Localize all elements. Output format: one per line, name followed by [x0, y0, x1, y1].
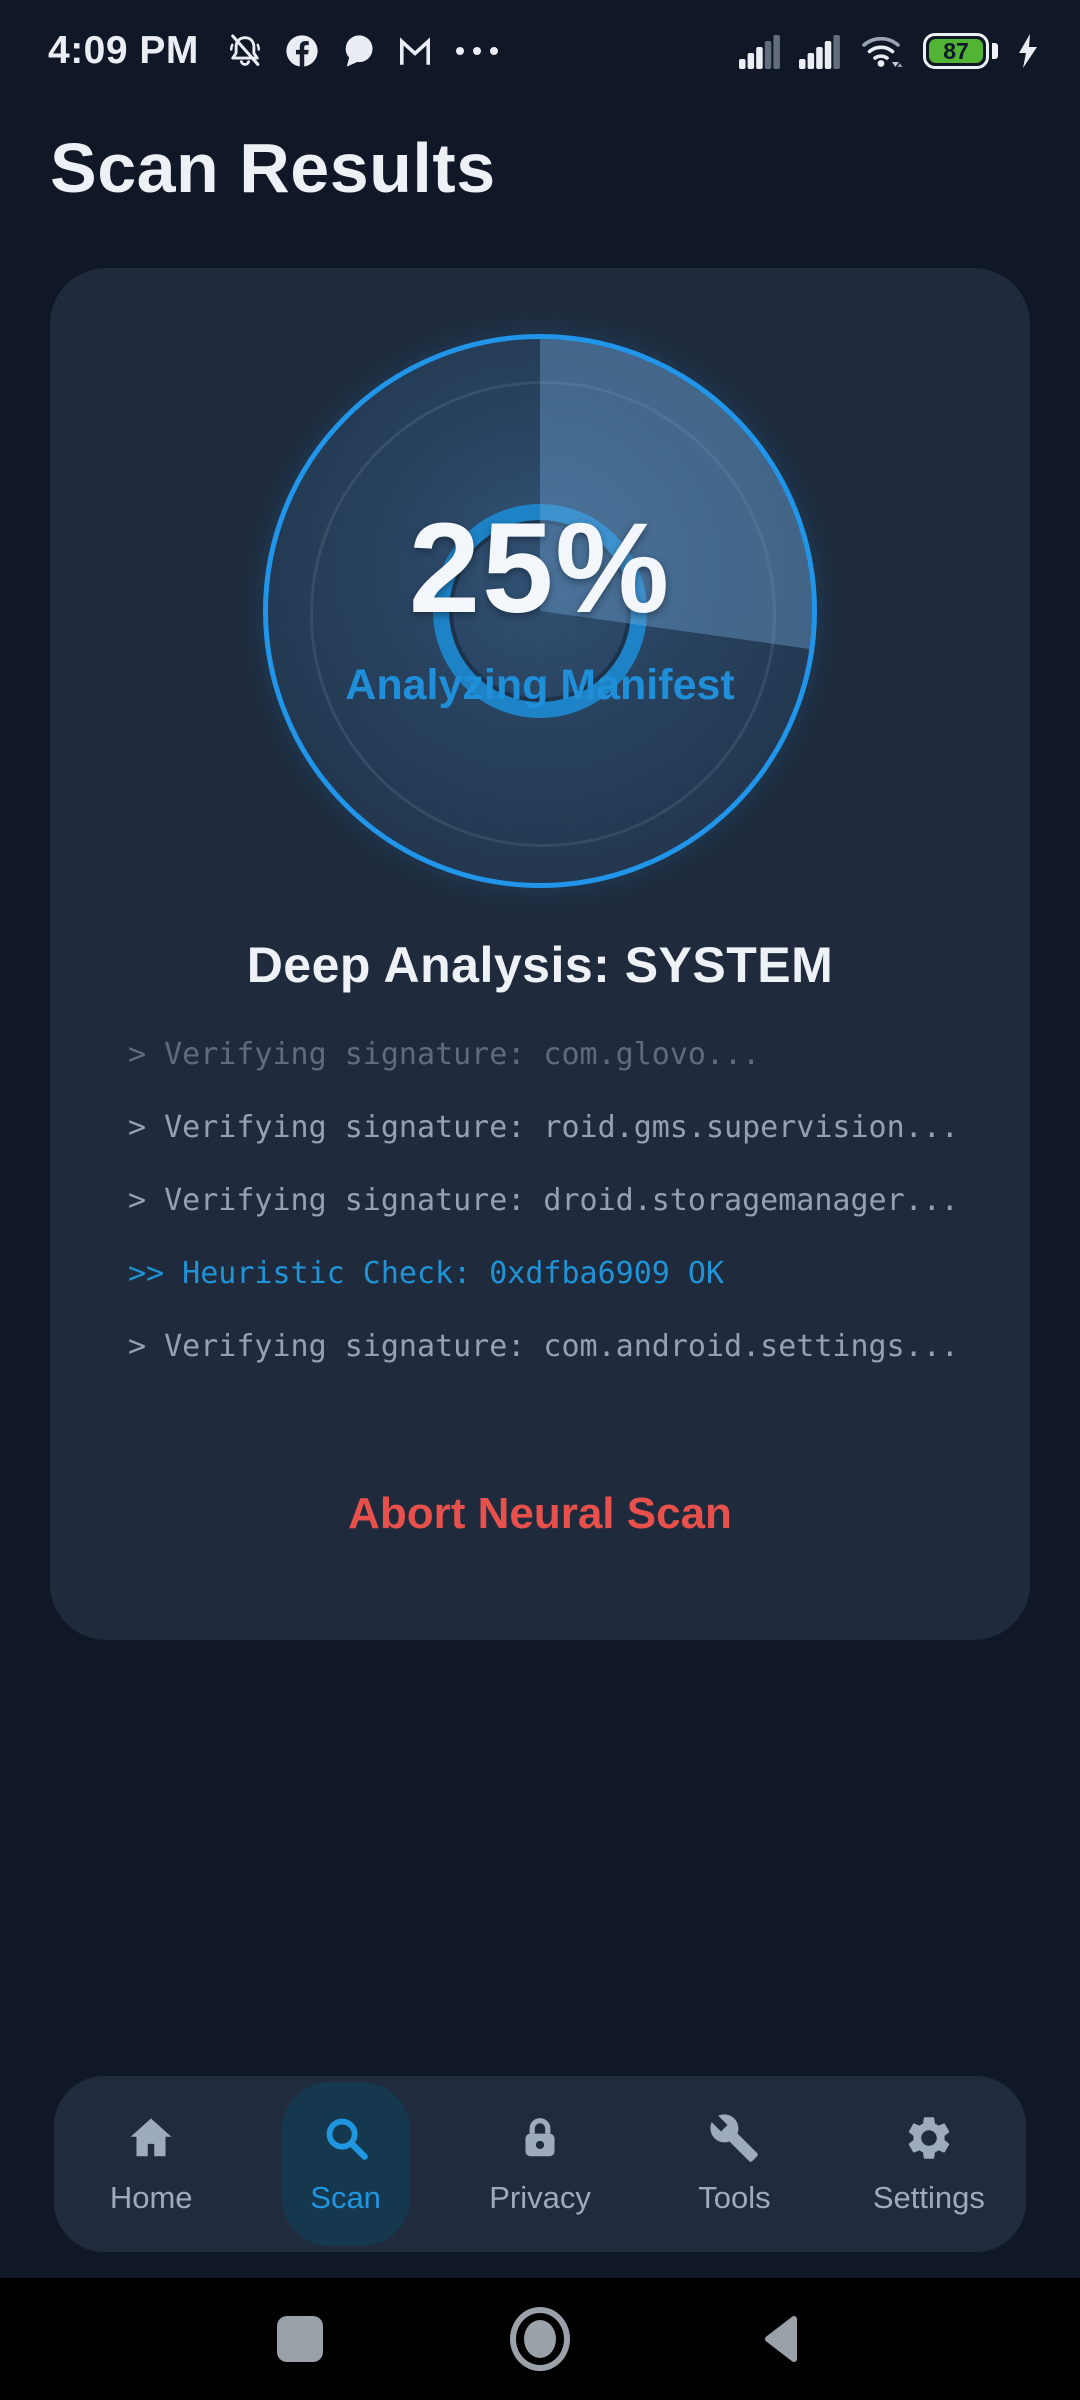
- log-line: > Verifying signature: roid.gms.supervis…: [128, 1110, 959, 1145]
- nav-item-settings[interactable]: Settings: [832, 2076, 1026, 2252]
- more-notifications-icon: [453, 44, 501, 58]
- recents-square-icon: [277, 2316, 323, 2362]
- nav-item-privacy[interactable]: Privacy: [443, 2076, 637, 2252]
- active-pill: [281, 2082, 410, 2246]
- back-button[interactable]: [747, 2306, 813, 2372]
- gauge-sweep-wedge: [268, 339, 812, 883]
- recents-button[interactable]: [267, 2306, 333, 2372]
- log-line: > Verifying signature: com.android.setti…: [128, 1329, 959, 1364]
- log-line: > Verifying signature: com.glovo...: [128, 1040, 761, 1072]
- muted-bell-icon: [225, 31, 265, 71]
- clock: 4:09 PM: [48, 29, 199, 72]
- nav-label: Settings: [872, 2180, 985, 2215]
- nav-item-home[interactable]: Home: [54, 2076, 248, 2252]
- signal-sim2-icon: [799, 33, 841, 69]
- scan-log: > Verifying signature: com.glovo... > Ve…: [128, 1040, 970, 1370]
- progress-status-label: Analyzing Manifest: [345, 661, 735, 709]
- progress-percent: 25%: [408, 497, 672, 640]
- nav-label: Tools: [698, 2180, 771, 2215]
- wifi-icon: [859, 31, 905, 71]
- battery-body: 87: [923, 33, 989, 69]
- page-title: Scan Results: [50, 129, 496, 207]
- nav-item-tools[interactable]: Tools: [637, 2076, 831, 2252]
- nav-label: Home: [109, 2180, 193, 2215]
- facebook-icon: [283, 32, 321, 70]
- battery-level: 87: [929, 39, 983, 63]
- battery-nub: [992, 43, 998, 59]
- wrench-icon: [708, 2112, 760, 2164]
- chat-bubble-icon: [339, 32, 377, 70]
- bottom-nav: Home Scan Privacy: [54, 2076, 1026, 2252]
- progress-gauge: 25% Analyzing Manifest: [263, 334, 817, 888]
- home-circle-icon: [510, 2307, 570, 2371]
- charging-bolt-icon: [1016, 33, 1040, 69]
- search-icon: [320, 2112, 372, 2164]
- gear-icon: [903, 2112, 955, 2164]
- log-line-heuristic: >> Heuristic Check: 0xdfba6909 OK: [128, 1256, 725, 1291]
- signal-sim1-icon: [739, 33, 781, 69]
- back-triangle-icon: [765, 2316, 797, 2362]
- home-button[interactable]: [507, 2306, 573, 2372]
- nav-label: Scan: [310, 2180, 381, 2215]
- gmail-icon: [395, 33, 435, 69]
- battery-indicator: 87: [923, 33, 998, 69]
- abort-scan-button[interactable]: Abort Neural Scan: [50, 1488, 1030, 1540]
- analysis-title: Deep Analysis: SYSTEM: [246, 937, 834, 993]
- home-icon: [125, 2112, 177, 2164]
- nav-label: Privacy: [489, 2180, 591, 2215]
- lock-icon: [514, 2112, 566, 2164]
- nav-item-scan[interactable]: Scan: [248, 2076, 442, 2252]
- gauge-outer-guide-ring: [310, 381, 776, 847]
- status-bar: 4:09 PM: [0, 0, 1080, 92]
- log-line: > Verifying signature: droid.storagemana…: [128, 1183, 959, 1218]
- scan-card: 25% Analyzing Manifest Deep Analysis: SY…: [50, 268, 1030, 1640]
- system-nav-bar: [0, 2278, 1080, 2400]
